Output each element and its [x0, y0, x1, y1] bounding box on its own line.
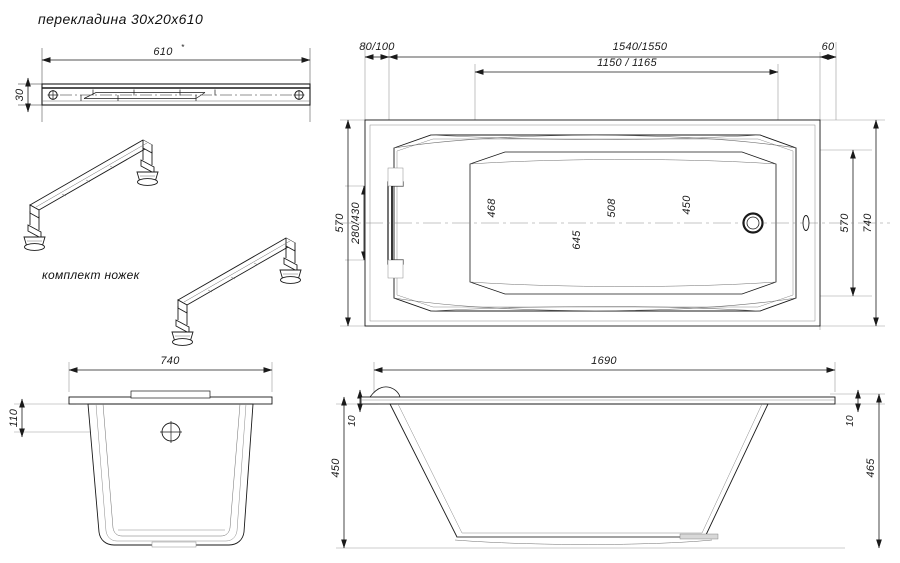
leg-assembly-1: [23, 139, 159, 251]
side-view-depth-label: 450: [330, 458, 342, 478]
legs-view-label: комплект ножек: [42, 268, 141, 282]
leg-assembly-2: [171, 237, 302, 346]
side-view-rim-left-label: 10: [347, 415, 358, 427]
crossbar-view: перекладина 30x20x610 610 * 30: [14, 11, 311, 122]
plan-inner-d-label: 450: [681, 195, 693, 215]
plan-view: 80/100 1540/1550 1150 / 1165 60 570 280/…: [334, 41, 890, 330]
end-view-rim: [68, 390, 273, 405]
plan-overall-length-label: 1540/1550: [613, 41, 668, 53]
plan-inner-a-label: 468: [486, 198, 498, 218]
crossbar-title: перекладина 30x20x610: [38, 11, 203, 27]
plan-headrest-notch: [387, 167, 404, 279]
plan-left-offset-label: 80/100: [359, 41, 395, 53]
overflow-slot-icon: [802, 215, 810, 231]
plan-drainzone-label: 280/430: [350, 201, 362, 244]
plan-left-width-label: 570: [334, 213, 346, 233]
end-view-rim-height-label: 110: [8, 408, 20, 427]
side-view-rim: [360, 396, 836, 405]
plan-bowl-floor: [469, 151, 777, 295]
end-view-body: [87, 403, 254, 548]
crossbar-height-label: 30: [14, 88, 26, 101]
side-view-body: [389, 403, 769, 545]
plan-inner-b-label: 645: [571, 230, 583, 250]
end-view: 740 110: [8, 355, 273, 548]
drain-hole-icon: [742, 212, 764, 234]
crossbar-mount-holes: [47, 90, 305, 100]
plan-right-offset-label: 60: [822, 41, 835, 53]
crossbar-slot-detail: [83, 92, 206, 99]
side-view-rim-right-label: 10: [845, 415, 856, 427]
crossbar-length-note: *: [181, 43, 185, 52]
crossbar-body: [41, 83, 311, 106]
plan-right-outer-label: 740: [862, 213, 874, 233]
plan-inner-c-label: 508: [606, 198, 618, 218]
plan-rim-curves: [393, 134, 797, 312]
side-view-length-label: 1690: [591, 355, 617, 367]
plan-right-inner-label: 570: [839, 213, 851, 233]
center-drain-cross-icon: [160, 421, 182, 443]
end-view-width-label: 740: [160, 355, 180, 367]
side-view-corner-radius: [369, 386, 401, 398]
legs-view: комплект ножек: [23, 139, 302, 346]
crossbar-length-label: 610: [153, 46, 173, 58]
side-view-total-height-label: 465: [865, 458, 877, 478]
plan-inner-length-label: 1150 / 1165: [597, 57, 657, 69]
side-view: 1690 10 10 450 465: [330, 355, 885, 549]
crossbar-tick-marks: [80, 89, 216, 101]
